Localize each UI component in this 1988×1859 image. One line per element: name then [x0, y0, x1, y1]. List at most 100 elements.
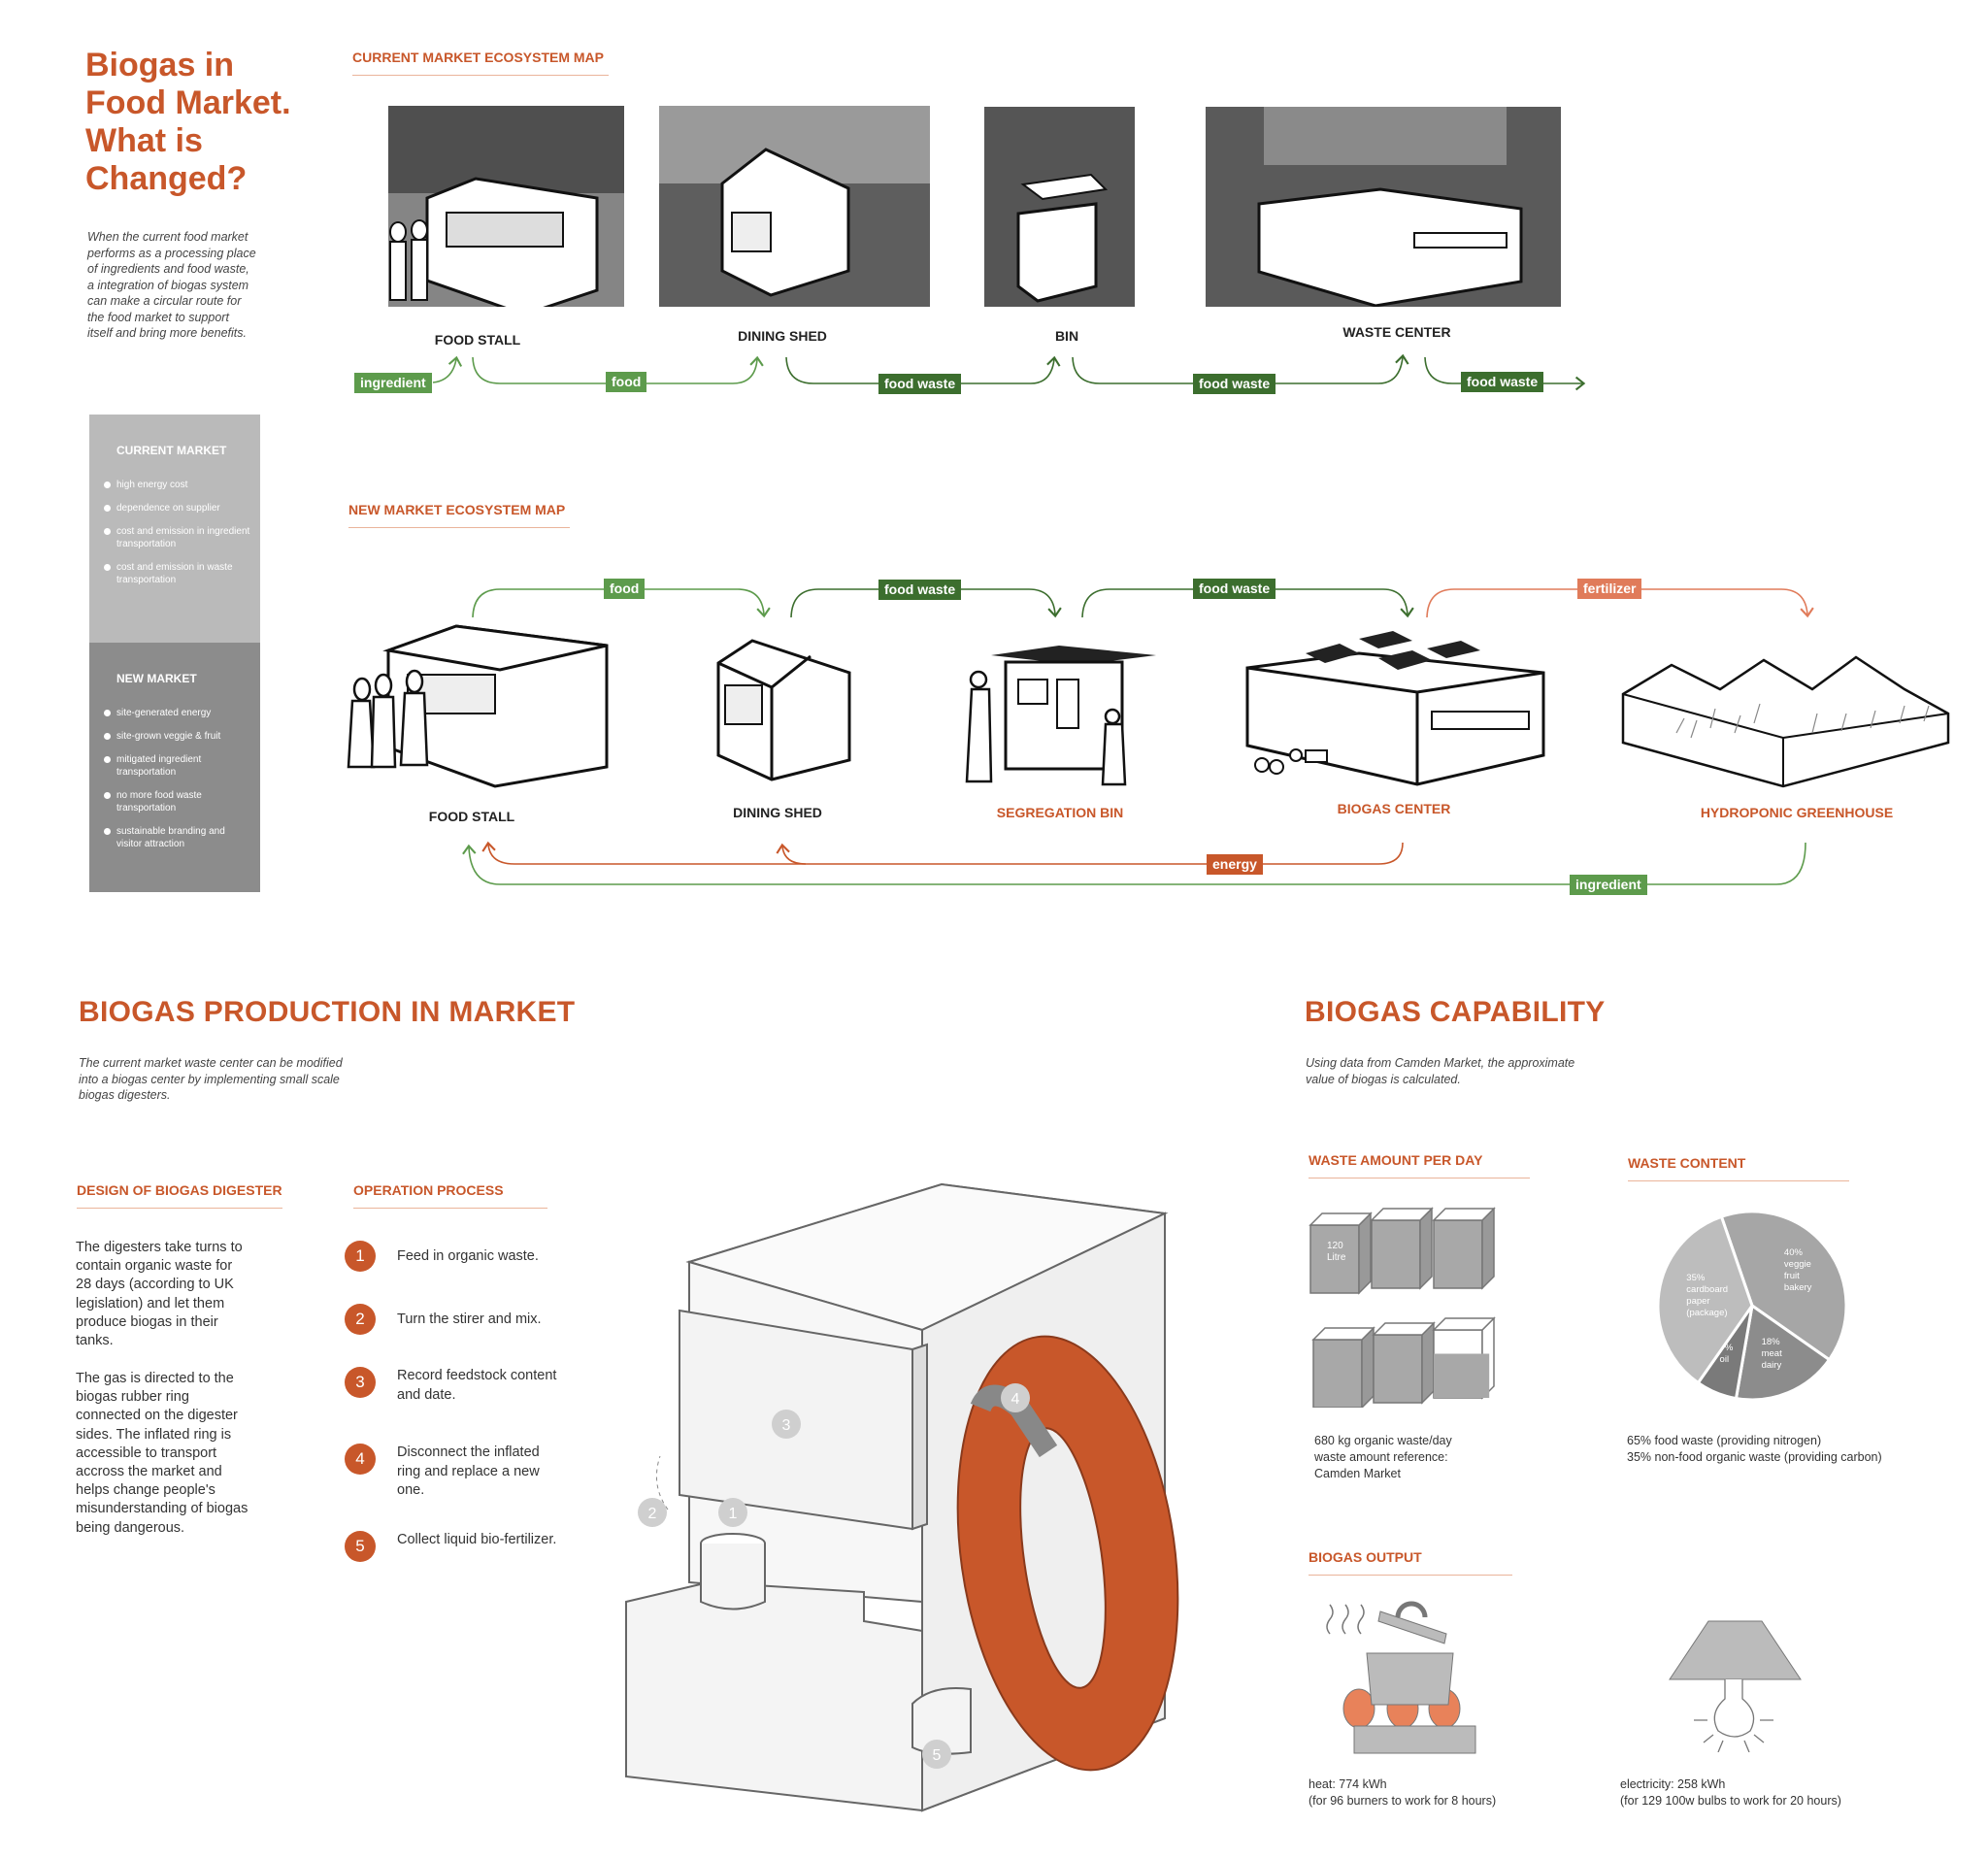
bin-lid	[1311, 1327, 1375, 1341]
pie-slice	[1656, 1214, 1754, 1385]
text-line: (for 129 100w bulbs to work for 20 hours…	[1620, 1794, 1841, 1808]
text-line: When the current food market	[87, 230, 248, 244]
waste-amount-heading: WASTE AMOUNT PER DAY	[1309, 1152, 1530, 1178]
design-paragraph-2: The gas is directed to the biogas rubber…	[76, 1371, 248, 1536]
bin-side	[1361, 1326, 1375, 1408]
bin-illustration	[984, 107, 1135, 307]
bin-lid	[1309, 1212, 1373, 1226]
node-hydroponic-greenhouse: HYDROPONIC GREENHOUSE	[1700, 805, 1894, 820]
production-title: BIOGAS PRODUCTION IN MARKET	[79, 996, 576, 1028]
food-stall-illustration	[388, 106, 624, 307]
list-item: dependence on supplier	[104, 502, 252, 515]
lamp-icon	[1669, 1620, 1802, 1752]
text-line: a integration of biogas system	[87, 278, 249, 292]
design-heading: DESIGN OF BIOGAS DIGESTER	[77, 1182, 282, 1209]
bin-label: Litre	[1327, 1252, 1346, 1263]
pie-slice	[1719, 1210, 1848, 1362]
flow-tag-food-waste: food waste	[1461, 372, 1544, 392]
list-item: site-grown veggie & fruit	[104, 730, 252, 743]
marker-label: 2	[648, 1506, 657, 1522]
food-stall-photo	[388, 106, 624, 307]
waste-center-photo	[1206, 107, 1561, 307]
title-line: Changed?	[85, 160, 248, 197]
greenhouse-icon	[1621, 655, 1950, 788]
step-number: 4	[345, 1444, 376, 1475]
current-map-heading: CURRENT MARKET ECOSYSTEM MAP	[352, 50, 609, 76]
waste-bins: 120 Litre	[1309, 1207, 1496, 1408]
text-line: 680 kg organic waste/day	[1314, 1434, 1452, 1447]
biogas-center-icon	[1245, 631, 1545, 786]
bin	[1371, 1219, 1421, 1289]
bin-fill-level	[1434, 1353, 1490, 1398]
list-item: sustainable branding and visitor attract…	[104, 825, 252, 850]
text-line: performs as a processing place	[87, 246, 256, 260]
text-line: 35% non-food organic waste (providing ca…	[1627, 1450, 1882, 1464]
waste-content-heading: WASTE CONTENT	[1628, 1155, 1849, 1181]
bin-lid	[1370, 1208, 1434, 1221]
page-title: Biogas in Food Market. What is Changed?	[85, 47, 291, 198]
text-line: value of biogas is calculated.	[1306, 1072, 1461, 1086]
step-text: Turn the stirer and mix.	[397, 1311, 542, 1327]
node-segregation-bin: SEGREGATION BIN	[996, 805, 1124, 820]
step-text: Feed in organic waste.	[397, 1248, 539, 1264]
new-map-heading: NEW MARKET ECOSYSTEM MAP	[348, 502, 570, 528]
flow-tag-food: food	[606, 372, 647, 392]
capability-title: BIOGAS CAPABILITY	[1305, 996, 1606, 1028]
bin	[1433, 1219, 1483, 1289]
node-waste-center: WASTE CENTER	[1342, 324, 1451, 340]
text-line: itself and bring more benefits.	[87, 326, 247, 340]
waste-center-illustration	[1206, 107, 1561, 307]
bin-side	[1421, 1321, 1435, 1405]
bin	[1309, 1224, 1360, 1294]
marker-3	[772, 1410, 801, 1439]
marker-5	[922, 1740, 951, 1769]
production-subtitle: The current market waste center can be m…	[79, 1055, 343, 1104]
segregation-bin-icon	[965, 646, 1156, 786]
marker-2	[638, 1498, 667, 1527]
text-line: (for 96 burners to work for 8 hours)	[1309, 1794, 1497, 1808]
design-paragraph-1: The digesters take turns to contain orga…	[76, 1240, 243, 1349]
bin-lid	[1432, 1317, 1496, 1331]
waste-content-caption: 65% food waste (providing nitrogen) 35% …	[1627, 1433, 1882, 1466]
flow-tag-fertilizer: fertilizer	[1577, 579, 1642, 599]
text-line: Camden Market	[1314, 1467, 1401, 1480]
cooking-pot-icon	[1326, 1601, 1476, 1754]
text-line: Using data from Camden Market, the appro…	[1306, 1056, 1575, 1070]
text-line: 65% food waste (providing nitrogen)	[1627, 1434, 1822, 1447]
node-food-stall: FOOD STALL	[428, 809, 515, 824]
node-dining-shed: DINING SHED	[733, 805, 822, 820]
list-item: cost and emission in ingredient transpor…	[104, 525, 252, 550]
current-market-panel: CURRENT MARKET high energy cost dependen…	[89, 415, 260, 643]
bin	[1312, 1339, 1363, 1408]
pie-label: 7%oil	[1720, 1343, 1734, 1365]
panel-title: NEW MARKET	[116, 672, 197, 685]
text-line: waste amount reference:	[1314, 1450, 1448, 1464]
list-item: high energy cost	[104, 479, 252, 491]
step-number: 5	[345, 1531, 376, 1562]
waste-amount-caption: 680 kg organic waste/day waste amount re…	[1314, 1433, 1452, 1482]
marker-1	[718, 1498, 747, 1527]
step-text: Record feedstock content and date.	[397, 1368, 557, 1403]
bin-photo	[984, 107, 1135, 307]
step-number: 1	[345, 1241, 376, 1272]
electricity-output: electricity: 258 kWh (for 129 100w bulbs…	[1620, 1776, 1841, 1809]
process-heading: OPERATION PROCESS	[353, 1182, 547, 1209]
marker-label: 5	[933, 1747, 942, 1764]
text-line: of ingredients and food waste,	[87, 262, 249, 276]
food-stall-icon	[347, 624, 609, 788]
biogas-digester-illustration: 1 2 3 4 5	[625, 1182, 1179, 1812]
node-bin: BIN	[1054, 328, 1079, 344]
flow-tag-food-waste: food waste	[1193, 374, 1276, 394]
dining-shed-icon	[716, 639, 851, 781]
process-step: 1 Feed in organic waste.	[345, 1241, 562, 1272]
marker-4	[1001, 1383, 1030, 1412]
panel-title: CURRENT MARKET	[116, 444, 227, 457]
text-line: biogas digesters.	[79, 1088, 171, 1102]
bin-side	[1419, 1207, 1433, 1290]
text-line: into a biogas center by implementing sma…	[79, 1072, 340, 1086]
